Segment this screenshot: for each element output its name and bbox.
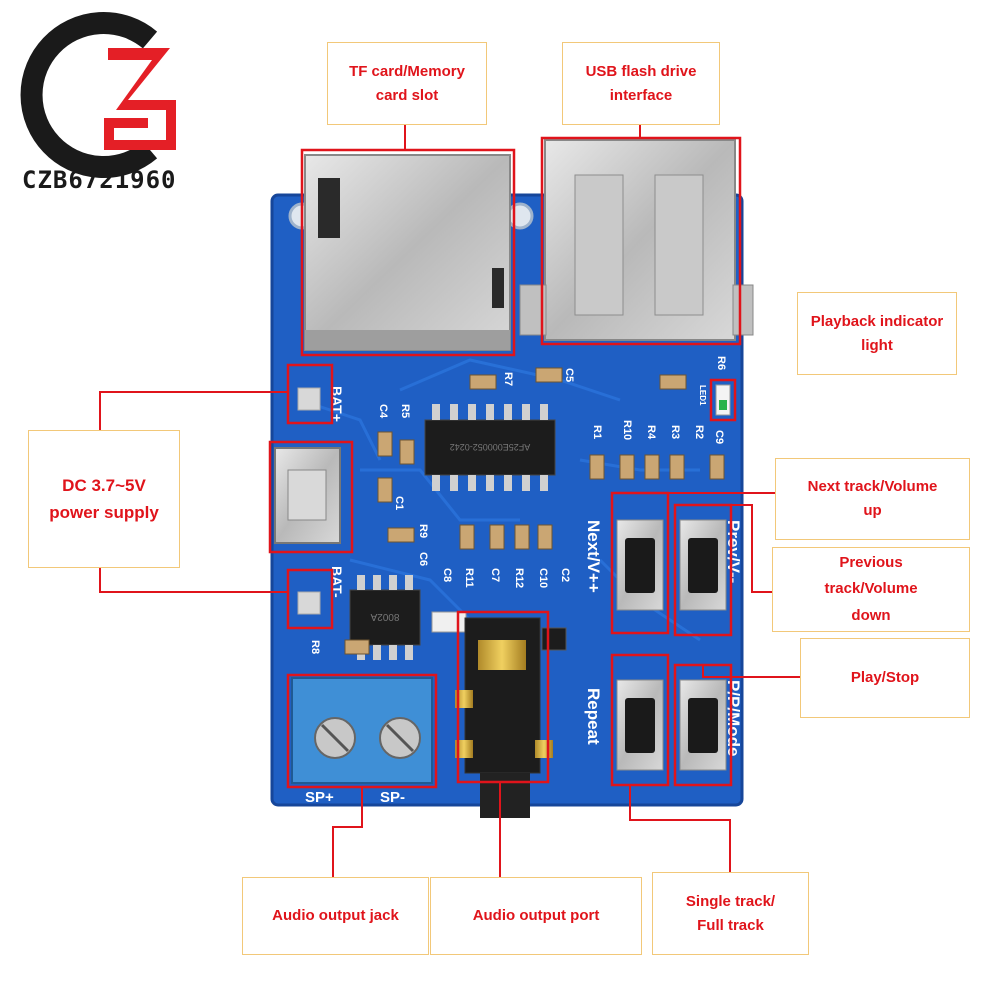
callout-next: Next track/Volume up — [775, 458, 970, 540]
label-c10: C10 — [537, 568, 549, 588]
sp-minus-label: SP- — [380, 789, 405, 806]
tf-highlight-frame — [300, 148, 516, 357]
callout-jack-text: Audio output jack — [272, 907, 399, 924]
next-button-label: Next/V++ — [584, 520, 603, 593]
callout-next-text: Next track/Volume up — [807, 478, 938, 519]
label-r2: R2 — [693, 425, 705, 439]
logo-text: CZB6721960 — [22, 166, 177, 194]
callout-mode-text: Single track/ Full track — [685, 892, 776, 934]
callout-tf-card-text: TF card/Memory card slot — [349, 62, 465, 104]
sp-plus-label: SP+ — [305, 789, 334, 806]
silkscreen-labels: C4 R5 C1 R9 C6 C8 R11 C7 R12 C10 C2 R7 C… — [309, 356, 727, 654]
capacitor-chip — [431, 611, 467, 633]
callout-jack: Audio output jack — [242, 877, 429, 955]
label-r11: R11 — [463, 568, 475, 588]
label-c1: C1 — [393, 496, 405, 510]
prev-button — [679, 519, 727, 611]
label-r12: R12 — [513, 568, 525, 588]
leader-lines — [99, 125, 800, 877]
amp-ic-marking: 8002A — [370, 611, 399, 622]
callout-mode: Single track/ Full track — [652, 872, 809, 955]
label-c2: C2 — [559, 568, 571, 582]
logo-c-shape — [20, 12, 158, 178]
label-r1: R1 — [591, 425, 603, 439]
speaker-terminal — [291, 677, 433, 784]
mount-hole — [506, 202, 534, 230]
callout-play-text: Play/Stop — [850, 669, 920, 686]
label-c7: C7 — [489, 568, 501, 582]
mode-button-label: P/P/Mode — [724, 680, 743, 757]
power-highlight-frame — [268, 440, 354, 554]
label-c4: C4 — [377, 404, 389, 419]
callout-port-text: Audio output port — [472, 907, 600, 924]
label-r4: R4 — [645, 425, 657, 440]
label-r7: R7 — [502, 372, 514, 386]
bat-plus-highlight-frame — [286, 363, 334, 425]
usb-port — [519, 139, 754, 341]
prev-button-label: Prev/V-- — [724, 520, 743, 583]
passive-components — [344, 367, 725, 655]
label-r5: R5 — [399, 404, 411, 418]
logo-z-shape — [104, 48, 176, 150]
label-c9: C9 — [713, 430, 725, 444]
callout-indicator-text: Playback indicator light — [810, 312, 944, 354]
bat-minus-highlight-frame — [286, 568, 334, 630]
callout-tf-card: TF card/Memory card slot — [327, 42, 487, 125]
button-silkscreen: Next/V++ Prev/V-- Repeat P/P/Mode — [584, 520, 743, 757]
callout-indicator: Playback indicator light — [797, 292, 957, 375]
repeat-button — [616, 679, 664, 771]
callout-usb: USB flash drive interface — [562, 42, 720, 125]
main-ic-marking: AF25E000052-0242 — [450, 442, 531, 452]
led-highlight-frame — [709, 378, 737, 422]
bat-plus-pad — [297, 387, 321, 411]
callout-play: Play/Stop — [800, 638, 970, 718]
callout-power-text: DC 3.7~5V power supply — [49, 475, 159, 522]
brand-logo — [20, 12, 176, 178]
repeat-button-label: Repeat — [584, 688, 603, 745]
label-c8: C8 — [441, 568, 453, 582]
label-r8: R8 — [309, 640, 321, 654]
label-r10: R10 — [621, 420, 633, 440]
label-c5: C5 — [563, 368, 575, 382]
repeat-highlight-frame — [610, 653, 670, 787]
bat-minus-pad — [297, 591, 321, 615]
label-r9: R9 — [417, 524, 429, 538]
callout-power: DC 3.7~5V power supply — [28, 430, 180, 568]
label-led1: LED1 — [698, 385, 707, 406]
callout-usb-text: USB flash drive interface — [585, 62, 697, 104]
callout-prev: Previous track/Volume down — [772, 547, 970, 632]
tf-card-slot — [304, 154, 511, 351]
callout-prev-text: Previous track/Volume down — [824, 554, 918, 624]
play-mode-button — [679, 679, 727, 771]
label-r6: R6 — [715, 356, 727, 370]
jack-highlight-frame — [456, 610, 550, 784]
tactile-buttons — [616, 519, 727, 771]
callout-port: Audio output port — [430, 877, 642, 955]
audio-jack — [455, 617, 553, 818]
transistor-chip — [541, 627, 567, 651]
micro-usb-port — [274, 447, 341, 544]
label-c6: C6 — [417, 552, 429, 566]
next-button — [616, 519, 664, 611]
label-r3: R3 — [669, 425, 681, 439]
main-ic: AF25E000052-0242 — [424, 404, 556, 491]
